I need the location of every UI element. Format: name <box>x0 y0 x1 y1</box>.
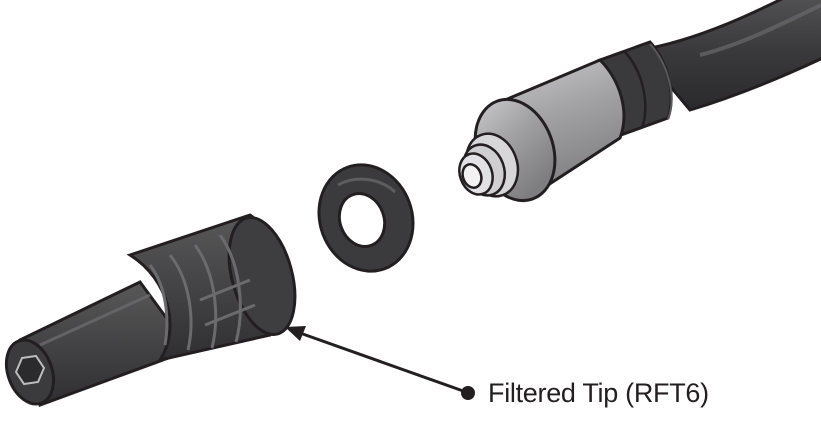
callout-dot <box>461 386 475 400</box>
washer <box>304 152 427 285</box>
arrowhead-icon <box>285 326 306 341</box>
callout-leader <box>285 326 475 400</box>
hose-fitting <box>454 42 672 212</box>
callout-label: Filtered Tip (RFT6) <box>488 380 709 407</box>
filtered-tip <box>0 210 307 410</box>
